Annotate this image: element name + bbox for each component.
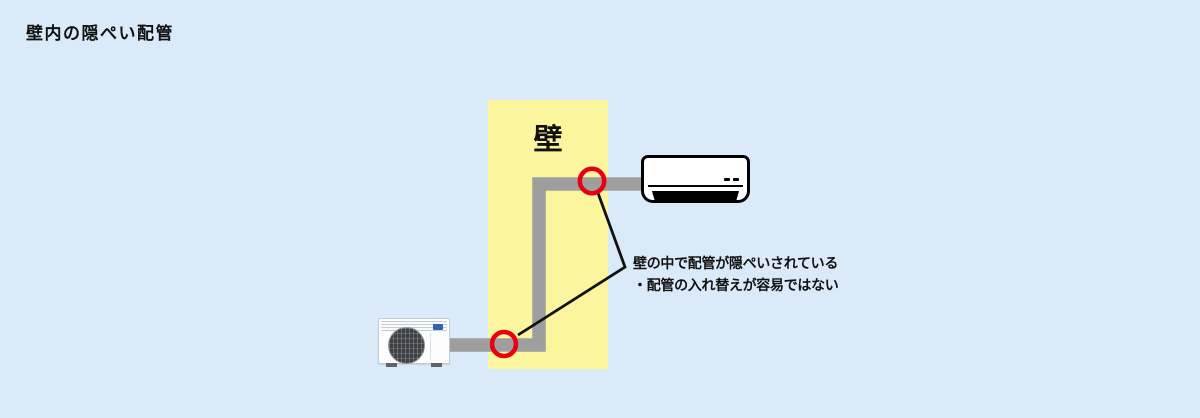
annotation-line-1: 壁の中で配管が隠ぺいされている [633, 255, 839, 271]
indoor-unit-air-outlet [651, 191, 740, 200]
air-conditioner-indoor-unit-icon [641, 155, 750, 203]
outdoor-unit-foot [431, 363, 442, 367]
wall: 壁 [488, 100, 608, 369]
outdoor-unit-panel-seam [430, 333, 431, 360]
wall-label: 壁 [533, 124, 563, 156]
outdoor-unit-foot [386, 363, 397, 367]
annotation-line-2: ・配管の入れ替えが容易ではない [633, 277, 839, 293]
annotation-text: 壁の中で配管が隠ぺいされている ・配管の入れ替えが容易ではない [633, 252, 839, 296]
outdoor-unit-fan-grille-icon [388, 327, 425, 364]
page-title: 壁内の隠ぺい配管 [26, 24, 174, 43]
brand-logo [433, 324, 443, 330]
outdoor-unit-top-vents [381, 321, 447, 332]
indoor-unit-panel-seam [648, 185, 743, 187]
indoor-unit-indicator-light [724, 178, 730, 181]
air-conditioner-outdoor-unit-icon [378, 318, 450, 367]
indoor-unit-indicator-light [733, 178, 739, 181]
